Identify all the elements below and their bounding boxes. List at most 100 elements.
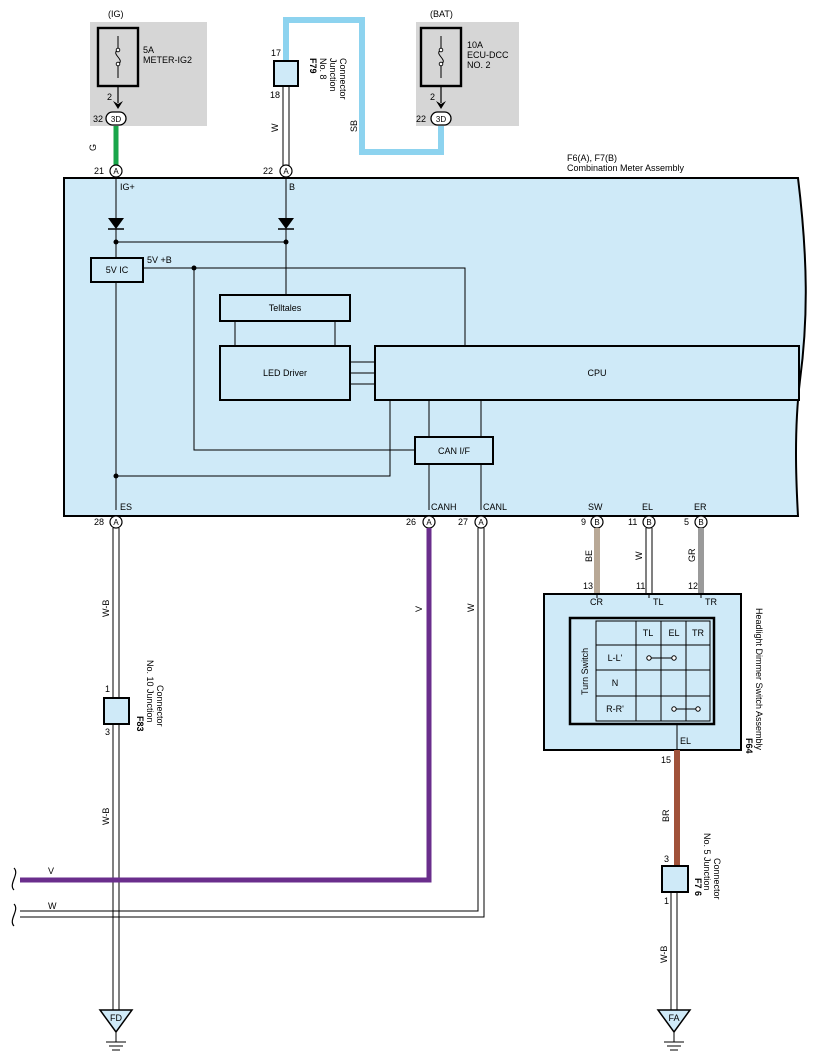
fuse-bat-name1: ECU-DCC	[467, 50, 509, 60]
wire-white-el	[645, 528, 653, 594]
connector-3d-bat	[430, 111, 452, 126]
svg-text:F83: F83	[135, 716, 145, 732]
wire-label-v1: V	[414, 606, 424, 612]
junction-f79-id: F79	[308, 58, 318, 74]
svg-text:Connector: Connector	[712, 858, 722, 900]
svg-text:No. 5 Junction: No. 5 Junction	[702, 833, 712, 891]
svg-text:13: 13	[583, 581, 593, 591]
svg-text:A: A	[283, 167, 289, 176]
meter-label-er: ER	[694, 502, 707, 512]
wire-sky-blue	[283, 17, 444, 155]
wire-label-gr: GR	[687, 548, 697, 562]
wire-break-icon	[11, 903, 17, 927]
svg-text:28: 28	[94, 517, 104, 527]
junction-f79-l1: No. 8	[318, 58, 328, 80]
fuse-ig-name: METER-IG2	[143, 55, 192, 65]
junction-f79-body	[273, 60, 299, 87]
wire-label-wb1: W-B	[101, 600, 111, 617]
connector-3d-bat-label: 3D	[436, 115, 446, 124]
svg-text:N: N	[612, 678, 619, 688]
fuse-bat-source: (BAT)	[430, 9, 453, 19]
block-led-driver	[219, 345, 351, 401]
meter-label-el: EL	[642, 502, 653, 512]
junction-f79-l3: Connector	[338, 58, 348, 100]
wire-label-w3: W	[634, 551, 644, 560]
svg-text:3: 3	[664, 854, 669, 864]
fuse-bat-rating: 10A	[467, 40, 483, 50]
meter-label-5v-b: 5V +B	[147, 255, 172, 265]
diode-icon	[108, 218, 124, 229]
wire-label-g: G	[88, 144, 98, 151]
wire-wb-fa	[670, 892, 678, 1010]
wire-violet	[20, 528, 432, 883]
fuse-ig-pin: 2	[107, 92, 112, 102]
svg-text:EL: EL	[680, 736, 691, 746]
junction-f79-pin-bot: 18	[270, 90, 280, 100]
block-telltales	[219, 294, 351, 322]
block-cpu-label: CPU	[587, 368, 606, 378]
svg-text:No. 10 Junction: No. 10 Junction	[145, 660, 155, 723]
fuse-bat-pin: 2	[430, 92, 435, 102]
svg-text:26: 26	[406, 517, 416, 527]
svg-text:11: 11	[628, 517, 637, 527]
block-led-driver-label: LED Driver	[263, 368, 307, 378]
meter-label-canl: CANL	[483, 502, 507, 512]
svg-text:Connector: Connector	[155, 685, 165, 727]
wire-label-w1: W	[270, 123, 280, 132]
svg-text:F64: F64	[744, 738, 754, 754]
connector-arrow-icon	[113, 101, 123, 109]
wire-label-wb2: W-B	[101, 808, 111, 825]
connector-3d-ig-label: 3D	[111, 115, 121, 124]
turn-switch-frame	[568, 616, 716, 726]
svg-text:B: B	[594, 518, 599, 527]
svg-text:15: 15	[661, 755, 671, 765]
svg-text:FA: FA	[668, 1013, 679, 1023]
svg-text:TL: TL	[643, 628, 654, 638]
ground-fd: FD	[98, 1009, 134, 1051]
svg-text:Headlight Dimmer Switch Assemb: Headlight Dimmer Switch Assembly	[754, 608, 764, 751]
svg-text:B: B	[698, 518, 703, 527]
svg-text:TR: TR	[705, 597, 717, 607]
meter-label-sw: SW	[588, 502, 603, 512]
svg-text:1: 1	[664, 896, 669, 906]
svg-text:11: 11	[636, 581, 645, 591]
meter-label-canh: CANH	[431, 502, 457, 512]
ground-icon	[656, 1009, 692, 1034]
svg-text:TL: TL	[653, 597, 664, 607]
connector-3d-ig	[105, 111, 127, 126]
wire-label-sb: SB	[349, 120, 359, 132]
wire-label-be: BE	[584, 550, 594, 562]
junction-f76: 3 1 F7 6 No. 5 Junction Connector	[661, 833, 722, 906]
meter-pin-21: 21	[94, 166, 104, 176]
turn-switch-label: Turn Switch	[580, 648, 590, 695]
svg-text:9: 9	[581, 517, 586, 527]
contact-dot-icon	[695, 706, 701, 712]
contact-dot-icon	[671, 706, 677, 712]
switch-assembly: 13 11 12 CR TL TR Turn Switch TL EL TR L…	[543, 581, 764, 765]
svg-text:12: 12	[688, 581, 698, 591]
svg-text:TR: TR	[692, 628, 704, 638]
meter-title: Combination Meter Assembly	[567, 163, 685, 173]
wire-label-br: BR	[661, 809, 671, 822]
block-can-if	[414, 436, 494, 465]
junction-f79-l2: Junction	[328, 58, 338, 92]
svg-text:R-R': R-R'	[606, 704, 624, 714]
meter-pin-22: 22	[263, 166, 273, 176]
junction-f83: 1 3 F83 No. 10 Junction Connector	[103, 660, 165, 737]
contact-dot-icon	[671, 655, 677, 661]
svg-text:FD: FD	[110, 1013, 122, 1023]
block-can-if-label: CAN I/F	[438, 446, 471, 456]
svg-text:3: 3	[105, 727, 110, 737]
svg-text:L-L': L-L'	[608, 653, 623, 663]
wire-label-w2: W	[466, 603, 476, 612]
diode-icon	[278, 218, 294, 229]
svg-text:A: A	[113, 518, 119, 527]
junction-f79-pin-top: 17	[271, 48, 281, 58]
block-5v-ic-label: 5V IC	[106, 265, 129, 275]
block-telltales-label: Telltales	[269, 303, 302, 313]
svg-text:1: 1	[105, 684, 110, 694]
wire-label-v2: V	[48, 866, 54, 876]
svg-text:A: A	[113, 167, 119, 176]
junction-f79: 17 18 F79 No. 8 Junction Connector	[270, 48, 348, 100]
